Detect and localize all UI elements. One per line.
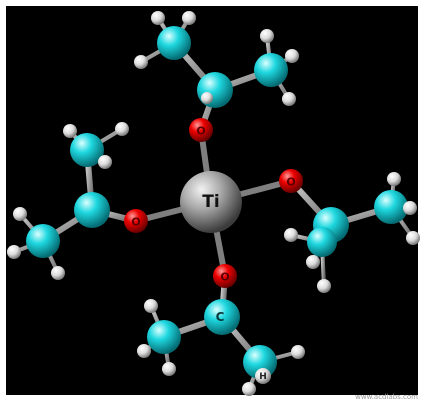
hydrogen-atom-21 bbox=[137, 344, 151, 358]
hydrogen-atom-1 bbox=[151, 11, 165, 25]
watermark-text: www.acdlabs.com bbox=[355, 393, 418, 401]
carbon-label: C bbox=[216, 310, 225, 324]
carbon-atom-top-center bbox=[197, 72, 233, 108]
hydrogen-atom-3 bbox=[134, 55, 148, 69]
oxygen-label-right: O bbox=[286, 176, 295, 189]
hydrogen-atom-19 bbox=[51, 266, 65, 280]
hydrogen-atom-6 bbox=[282, 92, 296, 106]
hydrogen-atom-15 bbox=[115, 122, 129, 136]
oxygen-atom-top bbox=[189, 118, 213, 142]
hydrogen-atom-13 bbox=[317, 279, 331, 293]
hydrogen-label: H bbox=[259, 372, 267, 382]
oxygen-atom-right bbox=[279, 169, 303, 193]
oxygen-atom-left bbox=[124, 209, 148, 233]
titanium-label: Ti bbox=[202, 192, 219, 212]
hydrogen-atom-9 bbox=[403, 201, 417, 215]
titanium-atom bbox=[180, 171, 242, 233]
hydrogen-atom-17 bbox=[13, 207, 27, 221]
carbon-atom-right-lower bbox=[307, 227, 337, 257]
carbon-atom-bottom-left bbox=[147, 320, 181, 354]
hydrogen-atom-10 bbox=[406, 231, 420, 245]
hydrogen-atom-23 bbox=[291, 345, 305, 359]
hydrogen-atom-14 bbox=[63, 124, 77, 138]
hydrogen-atom-4 bbox=[260, 29, 274, 43]
hydrogen-atom-22 bbox=[162, 362, 176, 376]
hydrogen-atom-11 bbox=[284, 228, 298, 242]
carbon-atom-top-left bbox=[157, 26, 191, 60]
carbon-atom-right-outer bbox=[374, 190, 408, 224]
oxygen-label-top: O bbox=[196, 125, 205, 138]
hydrogen-atom-24 bbox=[242, 382, 256, 396]
hydrogen-atom-20 bbox=[144, 299, 158, 313]
carbon-atom-top-right bbox=[254, 53, 288, 87]
carbon-atom-left-center bbox=[74, 192, 110, 228]
hydrogen-atom-7 bbox=[201, 92, 213, 104]
hydrogen-atom-12 bbox=[306, 255, 320, 269]
hydrogen-atom-16 bbox=[98, 155, 112, 169]
hydrogen-atom-2 bbox=[182, 11, 196, 25]
carbon-atom-bottom-center bbox=[204, 299, 240, 335]
hydrogen-atom-labeled bbox=[255, 368, 271, 384]
oxygen-label-bottom: O bbox=[220, 271, 229, 284]
oxygen-label-left: O bbox=[131, 216, 140, 229]
carbon-atom-left-outer bbox=[26, 224, 60, 258]
carbon-atom-left-upper bbox=[70, 133, 104, 167]
hydrogen-atom-5 bbox=[285, 49, 299, 63]
hydrogen-atom-8 bbox=[387, 172, 401, 186]
atom-layer bbox=[7, 11, 420, 396]
oxygen-atom-bottom bbox=[213, 264, 237, 288]
hydrogen-atom-18 bbox=[7, 245, 21, 259]
